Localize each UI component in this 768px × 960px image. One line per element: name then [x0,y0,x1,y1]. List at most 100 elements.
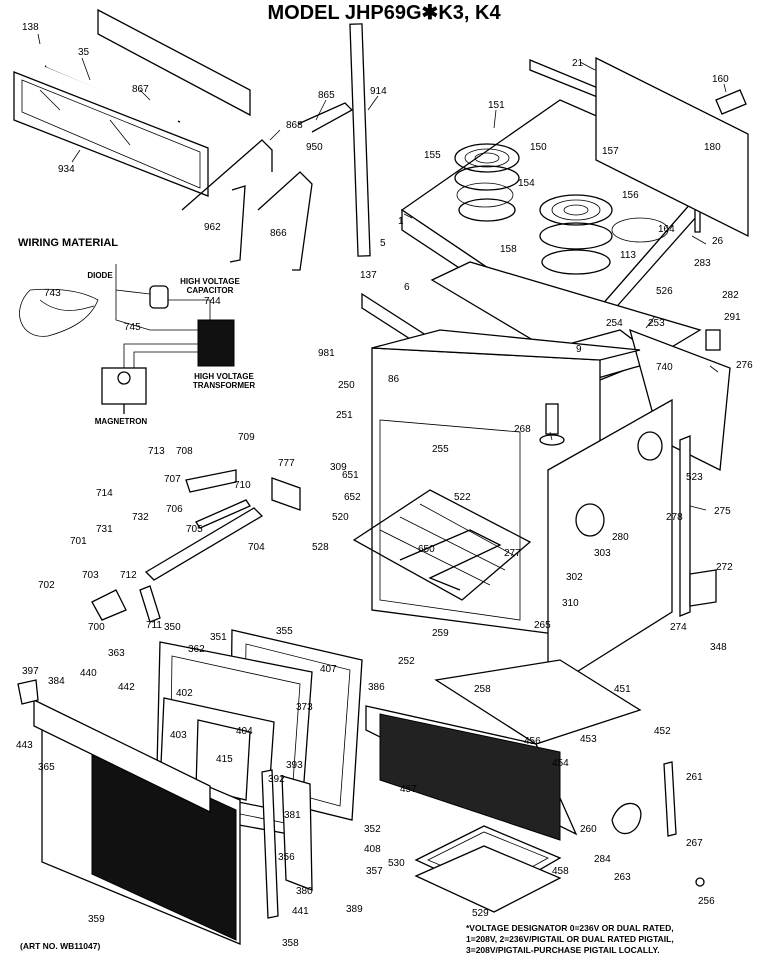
part-label-705: 705 [186,524,203,535]
switch-272 [689,569,717,607]
part-label-731: 731 [96,524,113,535]
trim-867 [97,8,251,117]
part-label-962: 962 [204,222,221,233]
part-label-381: 381 [284,810,301,821]
part-label-275: 275 [714,506,731,517]
hinge-705 [144,507,264,581]
part-label-310: 310 [562,598,579,609]
part-label-259: 259 [432,628,449,639]
part-label-402: 402 [176,688,193,699]
part-label-700: 700 [88,622,105,633]
part-label-359: 359 [88,914,105,925]
part-label-156: 156 [622,190,639,201]
part-label-261: 261 [686,772,703,783]
screw-256 [695,877,705,887]
surface-unit-155 [454,143,520,191]
capacitor-label-1: HIGH VOLTAGE [180,277,240,286]
side-trim-275 [679,435,691,617]
part-label-252: 252 [398,656,415,667]
part-label-706: 706 [166,504,183,515]
terminal-160 [715,89,747,115]
part-label-26: 26 [712,236,724,247]
arm-706 [195,499,251,529]
oven-cavity-250 [371,329,641,641]
part-label-365: 365 [38,762,55,773]
leader-lines [37,33,727,511]
wiring-material-heading: WIRING MATERIAL [18,237,119,249]
part-label-35: 35 [78,47,90,58]
part-label-777: 777 [278,458,295,469]
part-label-868: 868 [286,120,303,131]
part-label-866: 866 [270,228,287,239]
part-label-452: 452 [654,726,671,737]
cover-276 [629,328,731,472]
part-label-309: 309 [330,462,347,473]
strip-914 [349,23,371,257]
part-label-441: 441 [292,906,309,917]
part-label-272: 272 [716,562,733,573]
part-label-363: 363 [108,648,125,659]
part-label-9: 9 [576,344,582,355]
part-label-283: 283 [694,258,711,269]
part-label-443: 443 [16,740,33,751]
part-label-302: 302 [566,572,583,583]
lock-707 [185,469,237,493]
hinge-arm-441 [261,769,279,919]
part-label-407: 407 [320,664,337,675]
part-label-5: 5 [380,238,386,249]
part-label-254: 254 [606,318,623,329]
part-label-251: 251 [336,410,353,421]
part-label-268: 268 [514,424,531,435]
footnote-line-1: *VOLTAGE DESIGNATOR 0=236V OR DUAL RATED… [466,923,674,933]
part-label-276: 276 [736,360,753,371]
part-label-530: 530 [388,858,405,869]
part-label-453: 453 [580,734,597,745]
side-panel-310 [547,398,673,692]
part-label-709: 709 [238,432,255,443]
part-label-701: 701 [70,536,87,547]
part-label-440: 440 [80,668,97,679]
part-label-442: 442 [118,682,135,693]
part-label-253: 253 [648,318,665,329]
part-label-711: 711 [146,620,162,631]
part-label-303: 303 [594,548,611,559]
drip-pan-154 [458,198,516,222]
part-label-708: 708 [176,446,193,457]
hinge-260 [611,802,642,835]
part-label-160: 160 [712,74,729,85]
part-label-356: 356 [278,852,295,863]
part-label-256: 256 [698,896,715,907]
part-label-740: 740 [656,362,673,373]
art-number: (ART NO. WB11047) [20,941,101,951]
part-label-865: 865 [318,90,335,101]
part-label-403: 403 [170,730,187,741]
part-label-650: 650 [418,544,435,555]
part-label-389: 389 [346,904,363,915]
part-label-291: 291 [724,312,741,323]
part-label-263: 263 [614,872,631,883]
part-label-415: 415 [216,754,233,765]
panel-180 [595,56,749,238]
part-label-180: 180 [704,142,721,153]
hinge-261 [663,761,677,837]
part-label-278: 278 [666,512,683,523]
part-label-710: 710 [234,480,251,491]
bracket-962 [229,185,246,263]
part-label-914: 914 [370,86,387,97]
part-label-358: 358 [282,938,299,949]
part-label-265: 265 [534,620,551,631]
plug-268 [539,403,565,446]
rod-35 [44,63,181,123]
part-label-86: 86 [388,374,400,385]
door-glass-934 [13,71,209,197]
part-label-529: 529 [472,908,489,919]
part-label-258: 258 [474,684,491,695]
part-label-743: 743 [44,288,61,299]
part-label-404: 404 [236,726,253,737]
part-label-393: 393 [286,760,303,771]
transformer-label-1: HIGH VOLTAGE [194,372,254,381]
handle-397 [17,679,39,705]
broiler-pan-529 [414,845,562,913]
